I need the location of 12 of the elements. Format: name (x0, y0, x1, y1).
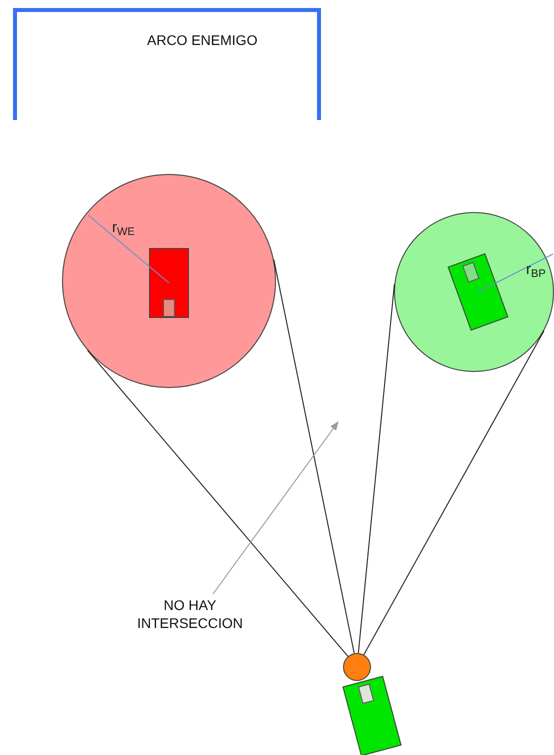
tangent-line (87, 350, 348, 657)
tangent-line (273, 259, 355, 654)
note-text: NO HAY INTERSECCION (110, 596, 270, 632)
tangent-line (358, 284, 395, 654)
robot-rectangle (149, 248, 189, 318)
ball-circle (343, 653, 371, 681)
tangent-line (363, 330, 544, 656)
radius-label: r$_{WE}$ (112, 219, 135, 238)
goal-bracket (13, 8, 321, 120)
goal-label: ARCO ENEMIGO (147, 32, 258, 48)
arrow (212, 421, 339, 594)
radius-label: r$_{BP}$ (526, 261, 546, 280)
